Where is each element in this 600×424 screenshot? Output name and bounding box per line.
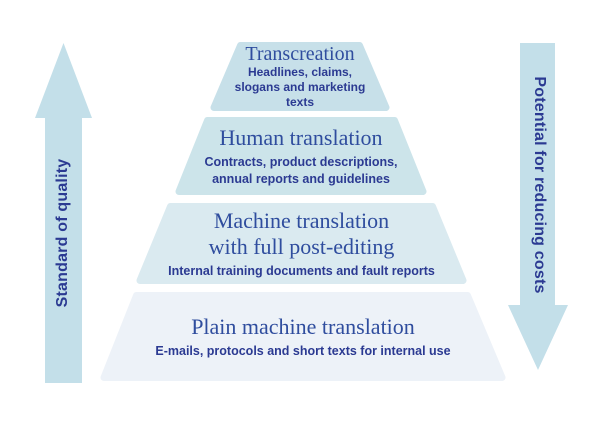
up-arrow-icon bbox=[35, 43, 92, 383]
pyramid-level-2-shape bbox=[175, 117, 427, 195]
pyramid-level-4-shape bbox=[100, 292, 506, 381]
down-arrow-icon bbox=[508, 43, 568, 370]
pyramid-level-3-shape bbox=[136, 203, 467, 284]
pyramid-level-1-shape bbox=[210, 42, 390, 111]
